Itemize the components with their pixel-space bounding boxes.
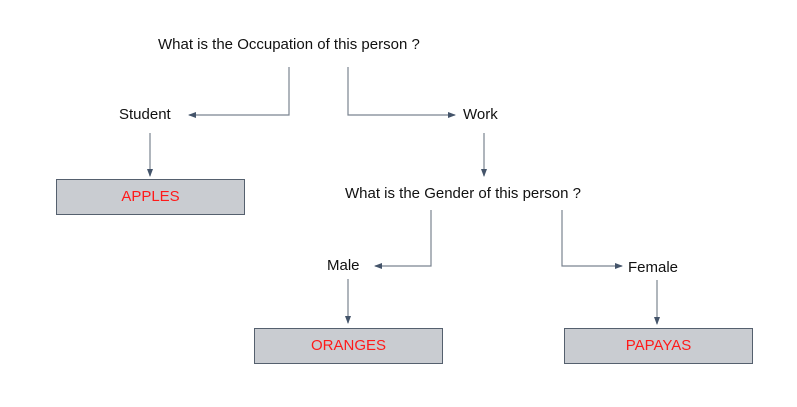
outcome-box-oranges: ORANGES: [254, 328, 443, 364]
outcome-box-apples: APPLES: [56, 179, 245, 215]
occupation-question: What is the Occupation of this person ?: [158, 36, 420, 53]
gender-question: What is the Gender of this person ?: [345, 185, 581, 202]
connector-occupation-to-student: [188, 67, 290, 118]
student-branch-label: Student: [119, 106, 171, 123]
outcome-label-oranges: ORANGES: [310, 337, 386, 354]
outcome-box-papayas: PAPAYAS: [564, 328, 753, 364]
work-branch-label: Work: [463, 106, 498, 123]
connector-occupation-to-work: [347, 67, 456, 118]
connector-gender-to-male: [374, 210, 432, 269]
outcome-label-apples: APPLES: [121, 188, 180, 205]
connector-gender-to-female: [561, 210, 623, 269]
outcome-label-papayas: PAPAYAS: [625, 337, 692, 354]
male-branch-label: Male: [327, 257, 360, 274]
female-branch-label: Female: [628, 259, 679, 276]
